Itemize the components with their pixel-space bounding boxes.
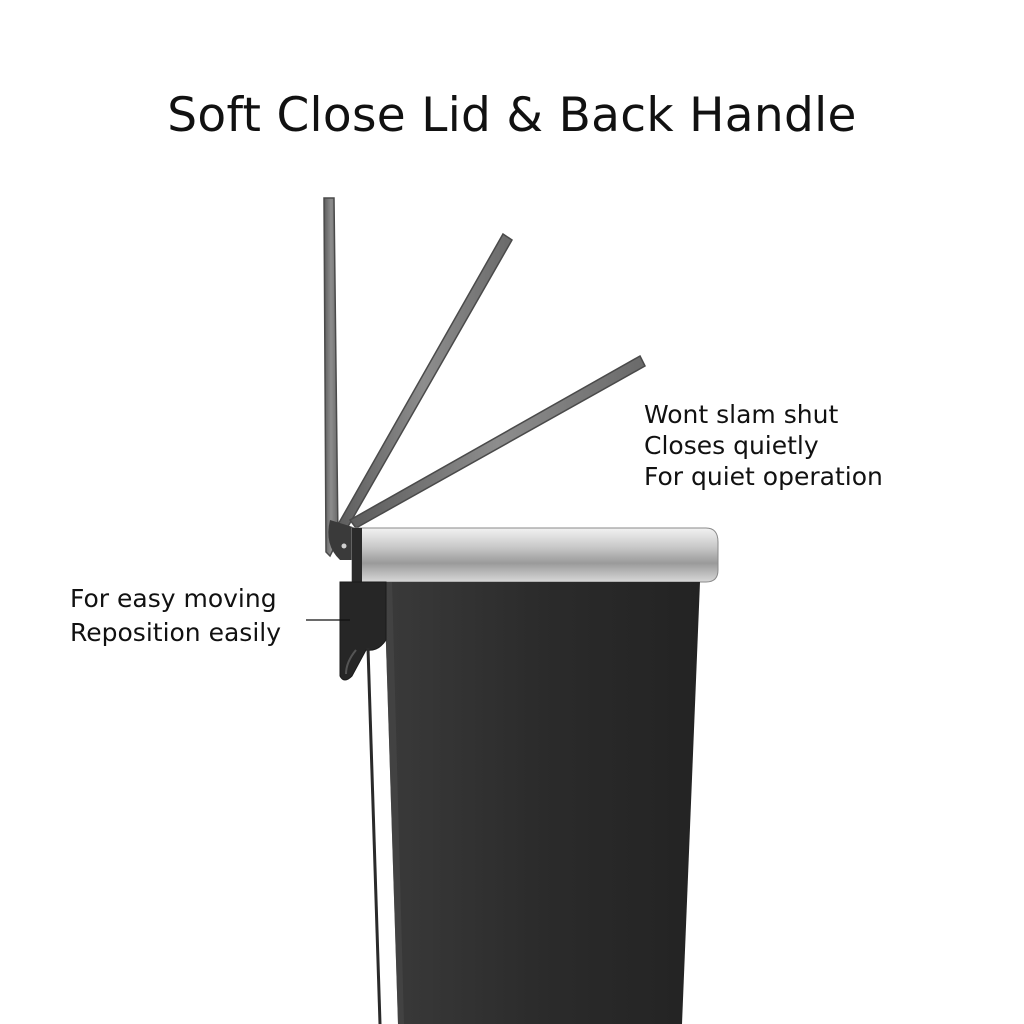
handle-feature-list: For easy moving Reposition easily: [70, 582, 281, 650]
lid-feature-2: Closes quietly: [644, 431, 819, 460]
can-body: [384, 582, 700, 1024]
page-title: Soft Close Lid & Back Handle: [167, 88, 857, 143]
handle-feature-2: Reposition easily: [70, 618, 282, 647]
back-handle: [339, 581, 387, 681]
lid-open-vertical: [323, 197, 339, 558]
lid-feature-list: Wont slam shut Closes quietly For quiet …: [644, 399, 883, 492]
lid-feature-3: For quiet operation: [644, 462, 883, 491]
lid-feature-1: Wont slam shut: [644, 400, 839, 429]
pedal-rod: [366, 647, 382, 1024]
handle-feature-1: For easy moving: [70, 584, 277, 613]
steel-rim: [351, 527, 719, 583]
hinge: [328, 520, 356, 560]
